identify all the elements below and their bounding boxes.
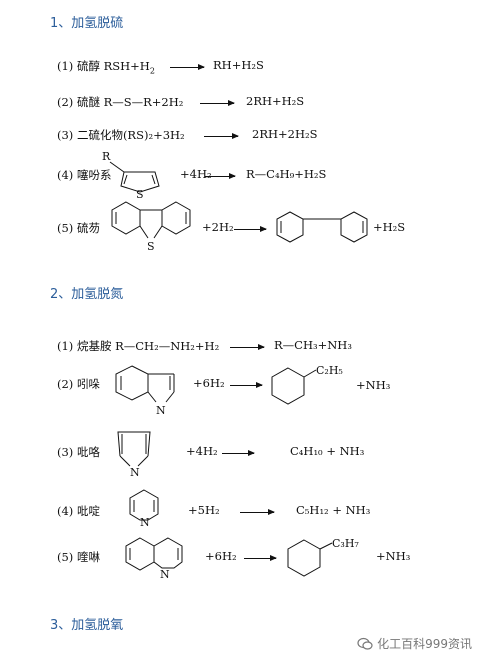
ring-sulfur: S [147, 240, 155, 253]
ring-nitrogen: N [160, 568, 170, 581]
thiophene-structure: R S [102, 150, 160, 201]
hdn-amine-products: R—CH₃+NH₃ [274, 338, 352, 352]
hdn-quinoline-products: +NH₃ [376, 549, 411, 563]
reaction-arrow [222, 450, 255, 456]
dibenzothiophene-structure: S [111, 201, 191, 253]
subscript: 2 [149, 66, 155, 76]
section-heading-hds: 1、加氢脱硫 [50, 16, 124, 31]
hds-thiol-reactants: (1) 硫醇 RSH+H2 [57, 59, 155, 76]
quinoline-structure: N [125, 537, 183, 581]
biphenyl-structure [276, 211, 368, 243]
hds-sulfide-reactants: (2) 硫醚 R—S—R+2H₂ [57, 95, 184, 109]
reaction-arrow [205, 173, 236, 179]
hdn-quinoline-reagent: +6H₂ [205, 549, 237, 563]
section-heading-hdo: 3、加氢脱氧 [50, 618, 124, 633]
reaction-arrow [230, 382, 263, 388]
hdn-pyridine-reagent: +5H₂ [188, 503, 220, 517]
hds-sulfide-products: 2RH+H₂S [246, 94, 305, 108]
hdn-pyrrole-products: C₄H₁₀ + NH₃ [290, 444, 365, 458]
reaction-arrow [244, 555, 277, 561]
hdn-indole-products: +NH₃ [356, 378, 391, 392]
reaction-arrow [204, 133, 239, 139]
reaction-arrow [200, 100, 235, 106]
hdn-indole-label: (2) 吲哚 [57, 377, 100, 391]
product-group: C₃H₇ [332, 537, 359, 550]
hdn-amine-reactants: (1) 烷基胺 R—CH₂—NH₂+H₂ [57, 339, 220, 353]
hds-thiophene-reagent: +4H₂ [180, 167, 212, 181]
hdn-pyrrole-reagent: +4H₂ [186, 444, 218, 458]
hds-disulfide-reactants: (3) 二硫化物(RS)₂+3H₂ [57, 128, 185, 142]
hds-thiol-products: RH+H₂S [213, 58, 264, 72]
hds-thiophene-products: R—C₄H₉+H₂S [246, 167, 327, 181]
reaction-arrow [170, 64, 205, 70]
wechat-icon [357, 637, 373, 650]
reaction-arrow [230, 344, 265, 350]
ring-sulfur: S [136, 188, 144, 201]
hdn-pyridine-products: C₅H₁₂ + NH₃ [296, 503, 371, 517]
pyridine-structure: N [129, 489, 159, 529]
hdn-pyridine-label: (4) 吡啶 [57, 504, 100, 518]
product-group: C₂H₅ [316, 364, 343, 377]
watermark-text: 化工百科999资讯 [377, 637, 472, 651]
substituent-label: R [102, 150, 111, 163]
reaction-arrow [234, 226, 267, 232]
watermark: 化工百科999资讯 [357, 635, 472, 652]
hdn-quinoline-label: (5) 喹啉 [57, 550, 100, 564]
section-heading-hdn: 2、加氢脱氮 [50, 287, 124, 302]
ring-nitrogen: N [156, 404, 166, 417]
pyrrole-structure: N [117, 431, 151, 479]
hds-disulfide-products: 2RH+2H₂S [252, 127, 318, 141]
hds-dbt-label: (5) 硫芴 [57, 221, 100, 235]
ethylcyclohexane-structure: C₂H₅ [271, 364, 343, 405]
reaction-arrow [240, 509, 275, 515]
hdn-indole-reagent: +6H₂ [193, 376, 225, 390]
ring-nitrogen: N [140, 516, 150, 529]
hds-dbt-reagent: +2H₂ [202, 220, 234, 234]
propylcyclohexane-structure: C₃H₇ [287, 537, 359, 577]
hdn-pyrrole-label: (3) 吡咯 [57, 445, 100, 459]
indole-structure: N [115, 365, 175, 417]
hds-thiophene-label: (4) 噻吩系 [57, 168, 112, 182]
ring-nitrogen: N [130, 466, 140, 479]
hds-dbt-products: +H₂S [373, 220, 406, 234]
